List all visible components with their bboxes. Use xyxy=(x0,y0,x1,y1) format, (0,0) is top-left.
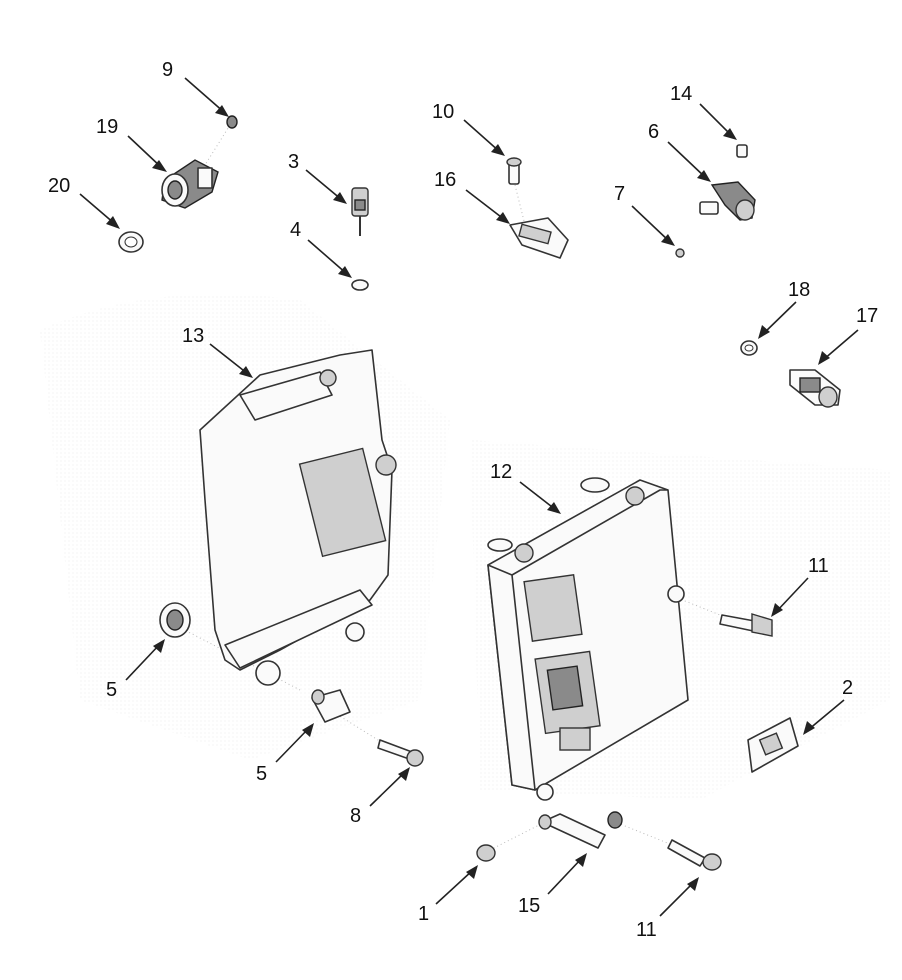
part-12-ecu-module xyxy=(487,477,689,801)
callout-20: 20 xyxy=(48,175,120,229)
callout-3: 3 xyxy=(288,151,347,204)
part-7-screw xyxy=(675,248,685,258)
callout-label: 5 xyxy=(256,763,267,785)
callout-label: 12 xyxy=(490,461,512,483)
part-18-o-ring xyxy=(740,340,758,356)
part-9-screw xyxy=(226,115,238,129)
part-3-sensor xyxy=(351,187,369,236)
callout-label: 10 xyxy=(432,101,454,123)
callout-13: 13 xyxy=(182,325,253,378)
callout-11-right: 11 xyxy=(771,555,829,617)
callout-5-left: 5 xyxy=(106,639,165,701)
part-17-sensor xyxy=(789,369,841,408)
part-16-bracket-clip xyxy=(509,217,569,259)
callout-label: 20 xyxy=(48,175,70,197)
part-15-strap xyxy=(538,811,623,849)
callout-6: 6 xyxy=(648,121,711,182)
part-20-o-ring xyxy=(118,231,144,253)
part-1-nut xyxy=(476,844,496,862)
callout-label: 6 xyxy=(648,121,659,143)
callout-16: 16 xyxy=(434,169,510,224)
callout-label: 7 xyxy=(614,183,625,205)
callout-4: 4 xyxy=(290,219,352,278)
callout-label: 8 xyxy=(350,805,361,827)
callouts: 9 19 20 3 4 10 16 xyxy=(48,59,878,941)
callout-2: 2 xyxy=(803,677,853,735)
callout-label: 9 xyxy=(162,59,173,81)
part-8-bolt xyxy=(377,739,424,767)
callout-label: 16 xyxy=(434,169,456,191)
callout-label: 18 xyxy=(788,279,810,301)
callout-label: 2 xyxy=(842,677,853,699)
callout-label: 19 xyxy=(96,116,118,138)
callout-18: 18 xyxy=(758,279,810,339)
callout-19: 19 xyxy=(96,116,167,172)
part-5-grommet-center xyxy=(311,689,351,723)
callout-12: 12 xyxy=(490,461,561,514)
callout-7: 7 xyxy=(614,183,675,246)
callout-label: 5 xyxy=(106,679,117,701)
part-19-sensor xyxy=(161,159,219,209)
callout-label: 11 xyxy=(636,919,657,941)
callout-label: 1 xyxy=(418,903,429,925)
callout-17: 17 xyxy=(818,305,878,365)
callout-label: 3 xyxy=(288,151,299,173)
callout-14: 14 xyxy=(670,83,737,140)
callout-label: 11 xyxy=(808,555,829,577)
callout-11-bottom: 11 xyxy=(636,877,699,941)
part-6-sensor xyxy=(699,181,756,221)
part-4-washer xyxy=(351,279,369,291)
callout-label: 14 xyxy=(670,83,692,105)
part-10-bolt xyxy=(506,157,522,185)
callout-5-center: 5 xyxy=(256,723,314,785)
part-11-bolt-bottom xyxy=(667,839,722,871)
callout-8: 8 xyxy=(350,767,410,827)
part-2-bracket xyxy=(747,717,799,773)
callout-label: 17 xyxy=(856,305,878,327)
callout-10: 10 xyxy=(432,101,505,156)
callout-15: 15 xyxy=(518,853,587,917)
part-5-grommet-left xyxy=(159,602,191,638)
callout-label: 13 xyxy=(182,325,204,347)
part-13-bracket-housing xyxy=(199,349,397,686)
callout-label: 15 xyxy=(518,895,540,917)
callout-label: 4 xyxy=(290,219,301,241)
part-11-bolt-right xyxy=(719,613,773,637)
background-stipple xyxy=(40,294,890,800)
alignment-lines xyxy=(174,124,746,861)
callout-1: 1 xyxy=(418,865,478,925)
part-14-pin xyxy=(736,144,748,158)
callout-9: 9 xyxy=(162,59,229,117)
